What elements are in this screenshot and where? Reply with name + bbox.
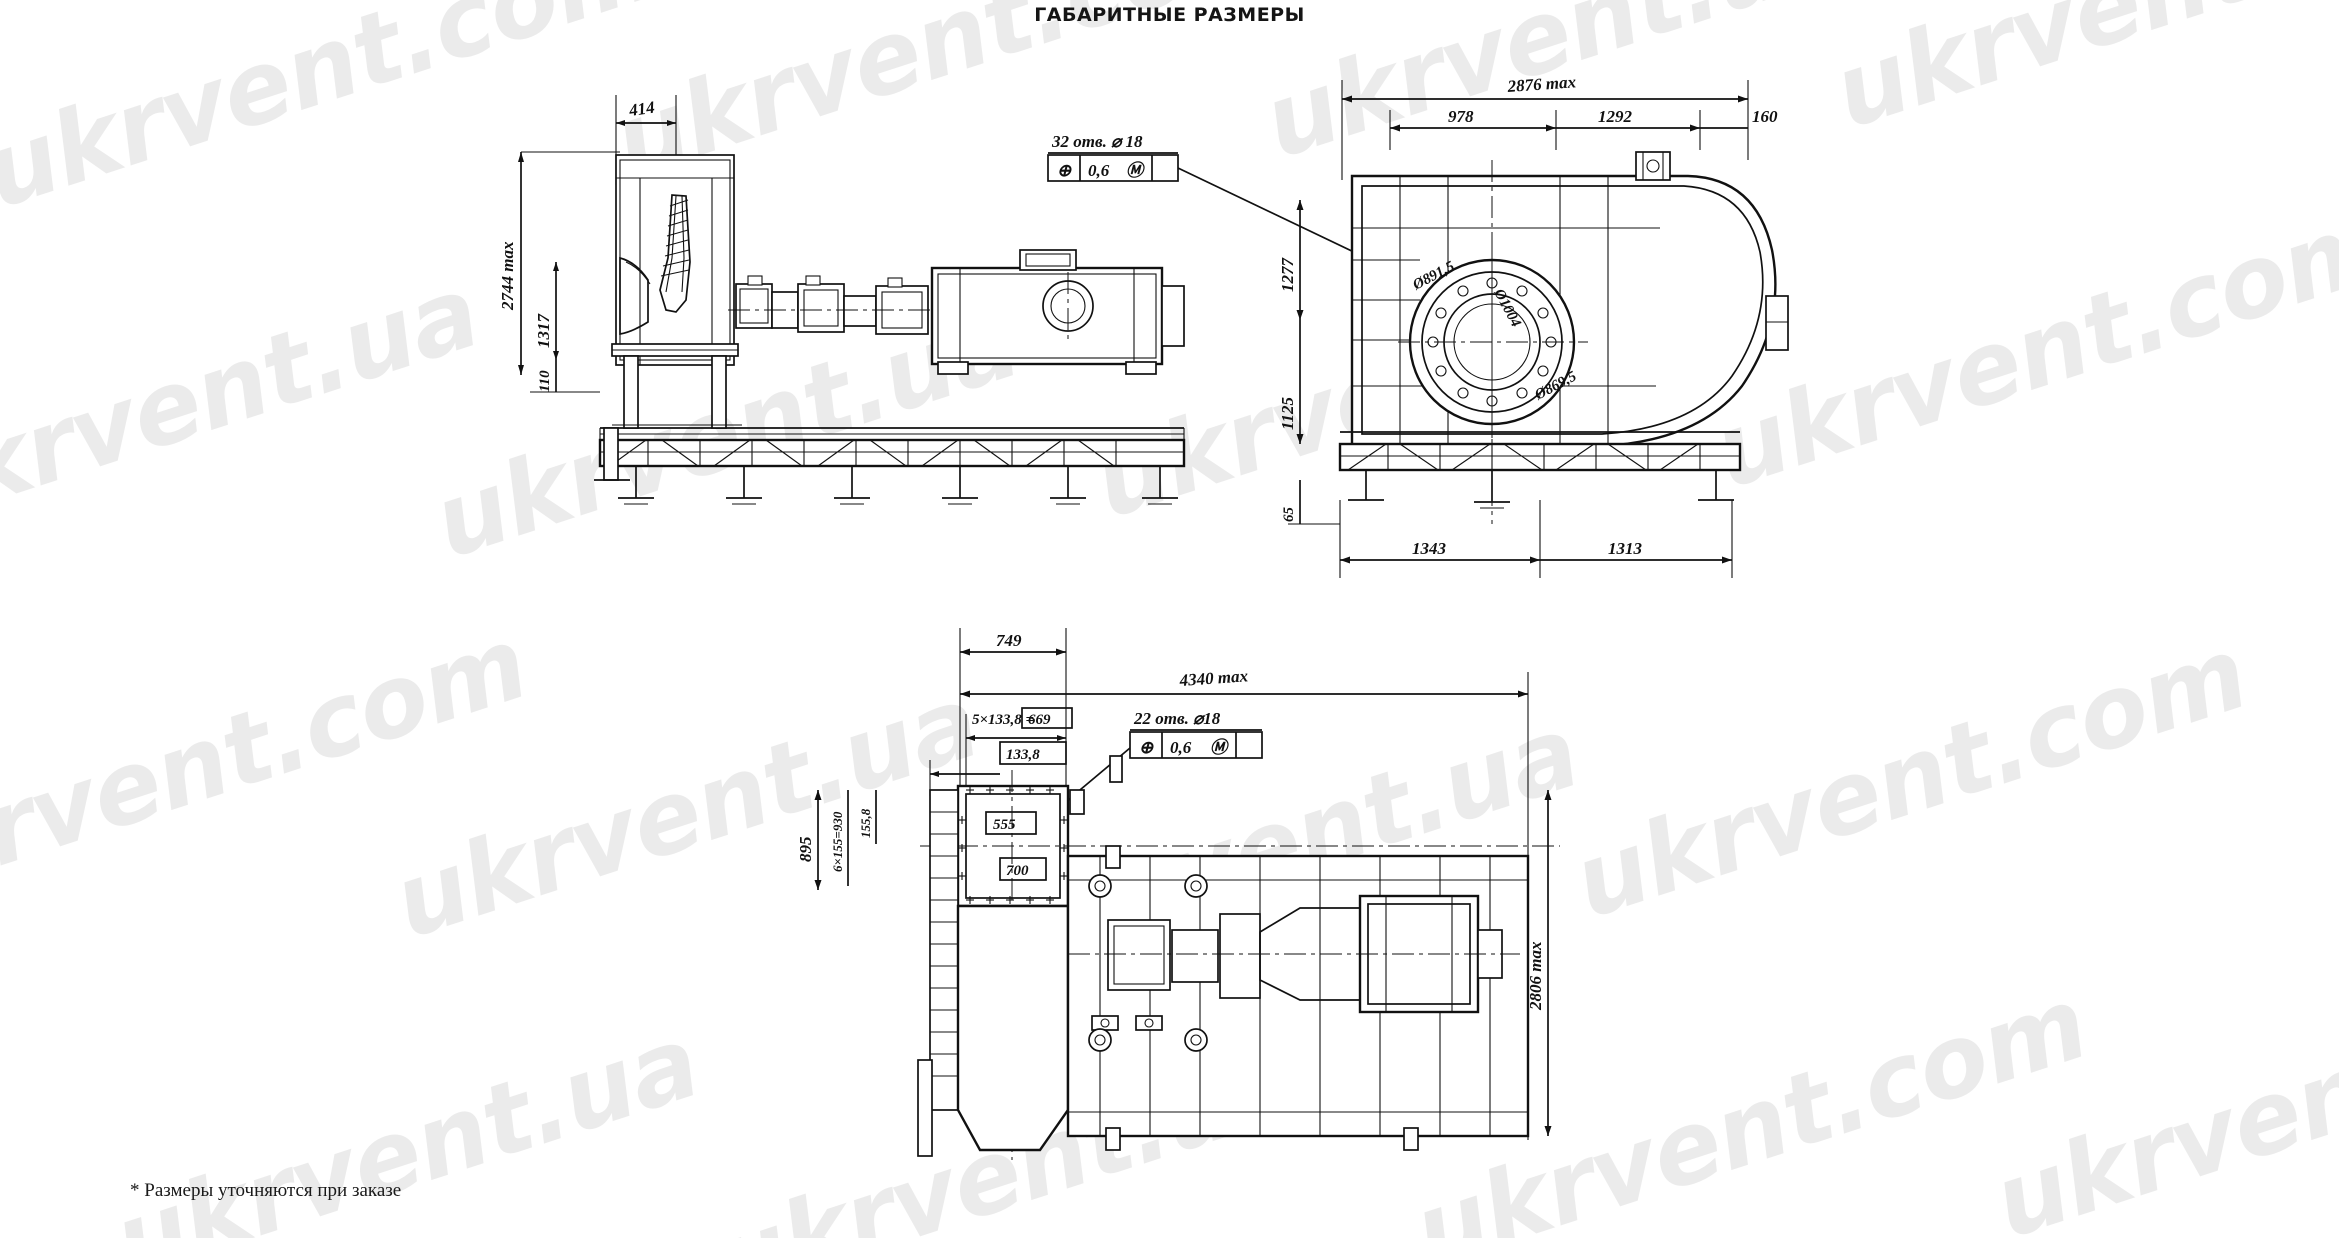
dim-5x1338: 5×133,8 = 669 bbox=[965, 707, 1073, 790]
plan-mount-pads bbox=[1088, 874, 1208, 1052]
dim-1277: 1277 bbox=[1278, 200, 1304, 320]
dim-2744max: 2744 max bbox=[498, 151, 620, 375]
note-32-holes-label: 32 отв. ⌀ 18 bbox=[1051, 132, 1143, 151]
dim-2876max: 2876 max bbox=[1341, 72, 1749, 180]
dim-2806max-label: 2806 max bbox=[1526, 941, 1545, 1011]
dim-110: 110 bbox=[530, 360, 600, 393]
note-22-holes-label: 22 отв. ⌀18 bbox=[1133, 709, 1221, 728]
dim-1125-label: 1125 bbox=[1278, 396, 1297, 430]
dim-749-label: 749 bbox=[996, 631, 1022, 650]
dim-4340max-label: 4340 max bbox=[1178, 666, 1249, 690]
bearing-blocks-side bbox=[728, 275, 1180, 335]
dim-6x155-label: 6×155=930 bbox=[830, 811, 845, 872]
dim-65-label: 65 bbox=[1281, 507, 1297, 523]
dim-555-label: 555 bbox=[993, 817, 1016, 833]
dim-1292-label: 1292 bbox=[1598, 107, 1633, 126]
base-frame-front bbox=[1338, 160, 1742, 524]
motor-side bbox=[930, 249, 1185, 375]
note-22-fcf-tolerance: 0,6 bbox=[1170, 738, 1192, 757]
note-32-fcf-modifier: Ⓜ bbox=[1126, 161, 1146, 180]
anchor-feet-front bbox=[1348, 470, 1734, 509]
volute-casing: Ø891,5 Ø1004 Ø869,5 bbox=[1350, 151, 1789, 448]
view-plan: 749 4340 max 2806 max bbox=[796, 628, 1560, 1160]
inlet-flange-plate: 555 700 bbox=[920, 770, 1560, 1160]
note-22-holes: 22 отв. ⌀18 ⊕ 0,6 Ⓜ bbox=[1067, 709, 1263, 804]
dim-1313-label: 1313 bbox=[1608, 539, 1643, 558]
dim-749: 749 bbox=[959, 628, 1067, 790]
dim-978-label: 978 bbox=[1448, 107, 1474, 126]
view-side-elevation: 414 2744 max 1317 110 bbox=[498, 95, 1186, 505]
dim-700-label: 700 bbox=[1006, 863, 1029, 879]
view-front-elevation: 2876 max 978 1292 160 bbox=[1047, 72, 1789, 578]
flange-bolt-holes bbox=[1427, 277, 1557, 407]
dim-2806max: 2806 max bbox=[1526, 790, 1552, 1136]
dim-669-label: 669 bbox=[1028, 712, 1051, 728]
bolt-hole-grid bbox=[958, 786, 1068, 904]
dim-2744max-label: 2744 max bbox=[498, 241, 517, 311]
note-22-fcf-modifier: Ⓜ bbox=[1210, 738, 1230, 757]
inlet-duct-plan bbox=[917, 789, 959, 1157]
page-title: ГАБАРИТНЫЕ РАЗМЕРЫ bbox=[1034, 4, 1305, 26]
dim-414-label: 414 bbox=[627, 98, 656, 121]
dim-895: 895 bbox=[796, 790, 822, 890]
base-frame-side bbox=[594, 427, 1186, 505]
machine-body-plan bbox=[956, 755, 1530, 1152]
dim-65: 65 bbox=[1281, 480, 1340, 525]
dim-1338-label: 133,8 bbox=[1006, 747, 1040, 763]
footnote-text: * Размеры уточняются при заказе bbox=[130, 1180, 402, 1201]
dim-1338: 133,8 bbox=[929, 741, 1067, 796]
dim-1317: 1317 bbox=[534, 262, 559, 360]
dim-1558-label: 155,8 bbox=[858, 808, 873, 838]
note-32-fcf-symbol: ⊕ bbox=[1057, 161, 1072, 180]
dim-1558: 155,8 bbox=[858, 790, 877, 844]
dim-6x155: 6×155=930 bbox=[830, 790, 849, 886]
anchor-feet-side bbox=[618, 466, 1178, 505]
casing-support-side bbox=[612, 355, 742, 429]
note-32-fcf-tolerance: 0,6 bbox=[1088, 161, 1110, 180]
dim-5x1338-label: 5×133,8 = bbox=[972, 712, 1034, 728]
note-32-holes: 32 отв. ⌀ 18 ⊕ 0,6 Ⓜ bbox=[1047, 132, 1493, 319]
dim-2876max-label: 2876 max bbox=[1506, 72, 1577, 96]
dim-row-1343-1313: 1343 1313 bbox=[1339, 500, 1733, 578]
dim-1343-label: 1343 bbox=[1412, 539, 1447, 558]
dim-110-label: 110 bbox=[537, 370, 553, 392]
dim-414: 414 bbox=[615, 95, 677, 185]
dim-1317-label: 1317 bbox=[534, 313, 553, 349]
dim-1125: 1125 bbox=[1278, 320, 1304, 444]
fan-casing-side bbox=[611, 154, 739, 366]
dim-160-label: 160 bbox=[1752, 107, 1778, 126]
dim-row-978-1292-160: 978 1292 160 bbox=[1389, 107, 1778, 150]
dim-895-label: 895 bbox=[796, 836, 815, 862]
dim-1277-label: 1277 bbox=[1278, 257, 1297, 293]
note-22-fcf-symbol: ⊕ bbox=[1139, 738, 1154, 757]
